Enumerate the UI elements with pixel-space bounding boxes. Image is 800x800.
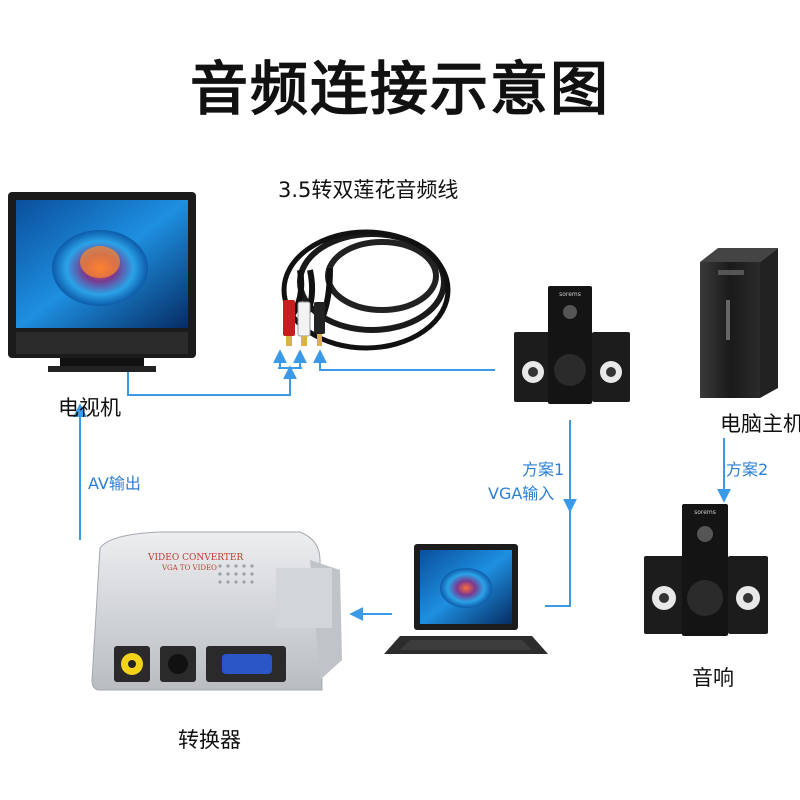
converter-illustration: VIDEO CONVERTER VGA TO VIDEO xyxy=(91,531,342,691)
converter-brand-line2: VGA TO VIDEO xyxy=(161,564,217,572)
plan1-line-down xyxy=(545,420,571,607)
speaker-label: 音响 xyxy=(692,666,734,690)
audio-cable-illustration xyxy=(281,229,451,351)
speaker-bottom-illustration: sorems xyxy=(644,504,768,636)
av-out-label: AV输出 xyxy=(88,474,141,493)
converter-label: 转换器 xyxy=(178,728,241,752)
speaker-bottom-brand: sorems xyxy=(694,509,716,516)
speaker-top-brand: sorems xyxy=(559,291,581,298)
cable-label: 3.5转双莲花音频线 xyxy=(278,178,459,202)
plan2-label: 方案2 xyxy=(726,460,769,479)
connection-lines xyxy=(73,349,731,621)
diagram-title: 音频连接示意图 xyxy=(189,55,610,123)
laptop-illustration xyxy=(384,544,548,654)
plan1-label: 方案1 xyxy=(522,460,565,479)
tv-to-cable-line xyxy=(127,365,297,396)
pc-tower-illustration xyxy=(700,248,778,398)
pc-label: 电脑主机 xyxy=(720,412,800,436)
speaker-top-illustration: sorems xyxy=(514,286,630,404)
converter-brand-line1: VIDEO CONVERTER xyxy=(147,553,243,563)
tv-illustration xyxy=(8,192,196,372)
tv-label: 电视机 xyxy=(58,396,121,420)
speaker-to-cable-line xyxy=(313,349,495,371)
plan1-sub-label: VGA输入 xyxy=(488,484,555,503)
